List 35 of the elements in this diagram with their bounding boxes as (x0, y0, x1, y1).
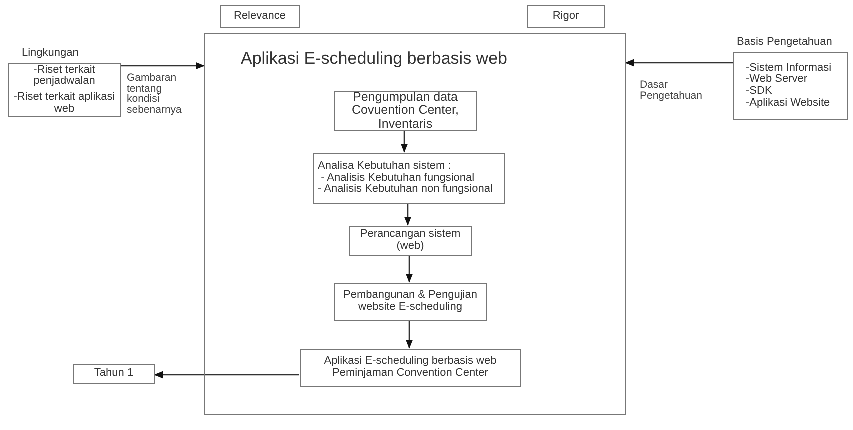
box-text: Relevance (234, 10, 286, 22)
list-item: -Aplikasi Website (746, 98, 830, 110)
arrow (404, 203, 412, 226)
list-item: -Web Server (746, 74, 808, 86)
process-box (349, 226, 472, 256)
list-item: -Riset terkait penjadwalan (32, 64, 96, 88)
box-text: Rigor (552, 10, 580, 22)
arrow (400, 130, 408, 153)
box-text: Pengumpulan data Covuention Center, Inventaris (350, 91, 460, 131)
process-box (313, 153, 505, 204)
arrow (406, 255, 414, 283)
process-box (334, 91, 477, 131)
process-box (300, 349, 521, 387)
box-text: - Analisis Kebutuhan fungsional (320, 172, 475, 184)
box-heading: Lingkungan (22, 47, 79, 59)
arrow (121, 62, 205, 70)
box-text: Pembangunan & Pengujian website E-scheduling (342, 290, 478, 314)
box-text: - Analisis Kebutuhan non fungsional (318, 184, 493, 196)
container-title: Aplikasi E-scheduling berbasis web (241, 49, 508, 69)
arrow (154, 371, 299, 379)
list-item: -Sistem Informasi (746, 62, 832, 74)
box-heading: Basis Pengetahuan (737, 36, 834, 48)
list-item: -SDK (746, 86, 772, 98)
list-item: -Riset terkait aplikasi web (12, 92, 116, 116)
output-box (73, 364, 155, 384)
label-box (220, 5, 300, 28)
box-text: Analisa Kebutuhan sistem : (318, 161, 452, 173)
arrow (625, 59, 733, 67)
container-box (204, 33, 626, 415)
process-box (334, 283, 487, 321)
label-box (527, 5, 605, 28)
arrow (406, 320, 414, 349)
box-text: Aplikasi E-scheduling berbasis web Peminjaman Convention Center (323, 356, 498, 380)
box-text: Perancangan sistem (web) (359, 229, 462, 253)
box-text: Tahun 1 (94, 368, 134, 380)
